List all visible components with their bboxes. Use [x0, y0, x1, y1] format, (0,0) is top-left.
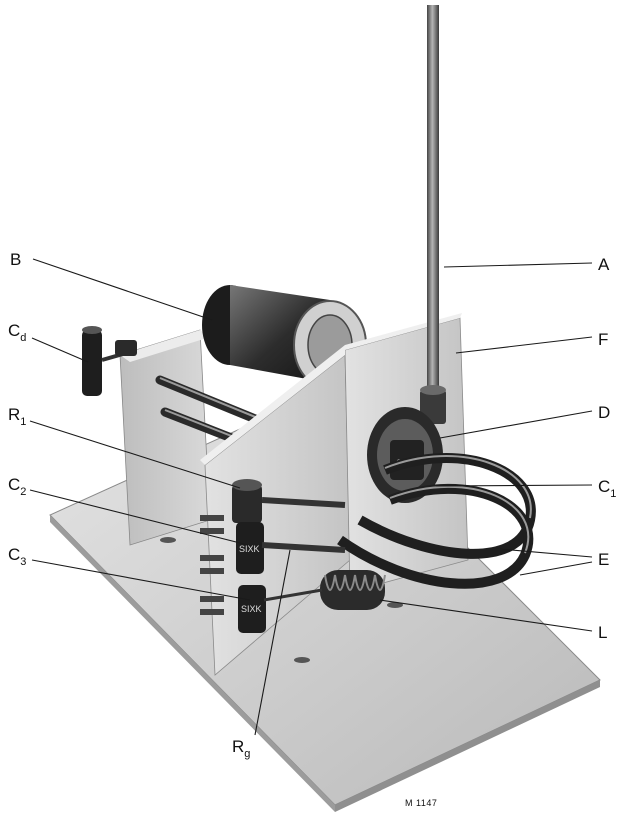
callout-F: F — [598, 330, 608, 349]
callout-A: A — [598, 255, 610, 274]
coil-L — [320, 570, 386, 610]
terminal-tabs — [200, 515, 224, 615]
feet — [160, 537, 403, 663]
callout-labels: A B Cd F R1 D C2 C1 E C3 L Rg M 1147 — [8, 250, 616, 808]
callout-R1: R1 — [8, 405, 26, 428]
callout-Cd: Cd — [8, 321, 26, 344]
svg-text:SIXK: SIXK — [241, 604, 262, 614]
capacitor-Cd — [82, 326, 137, 396]
callout-E: E — [598, 550, 609, 569]
svg-text:SIXK: SIXK — [239, 544, 260, 554]
antenna-rod-A — [420, 5, 446, 424]
callout-Rg: Rg — [232, 737, 250, 760]
loop-conductors-E — [337, 453, 536, 589]
leader-lines — [29, 258, 593, 736]
callout-C2: C2 — [8, 475, 26, 498]
rear-upright-panel — [119, 329, 211, 546]
callout-C1: C1 — [598, 477, 616, 500]
callout-L: L — [598, 623, 607, 642]
callout-C3: C3 — [8, 545, 26, 568]
figure-reference: M 1147 — [405, 798, 437, 808]
component-stack: SIXK SIXK — [200, 479, 346, 633]
callout-B: B — [10, 250, 21, 269]
callout-D: D — [598, 403, 610, 422]
